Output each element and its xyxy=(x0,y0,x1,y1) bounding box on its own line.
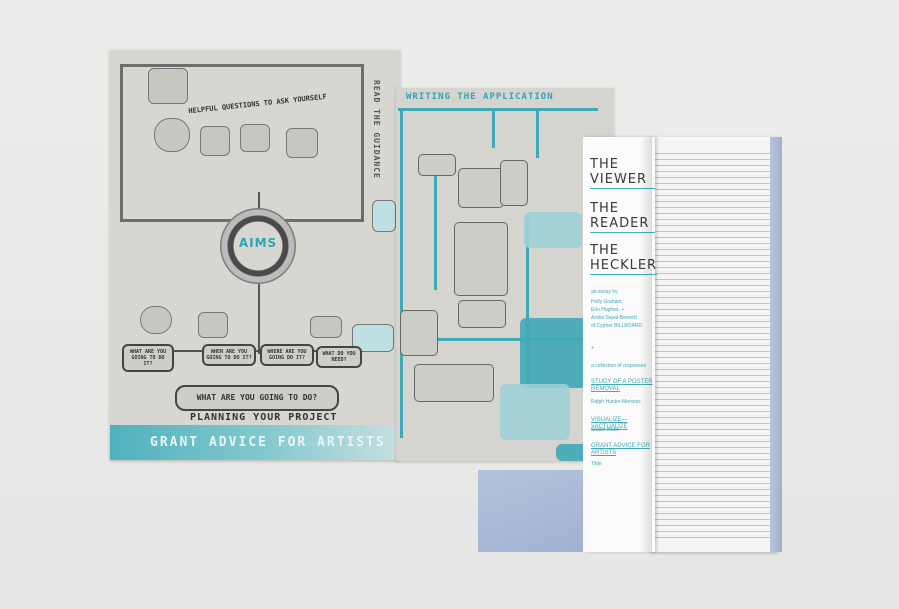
contents-item: GRANT ADVICE FOR ARTISTS xyxy=(591,443,650,456)
info-box xyxy=(458,300,506,328)
teal-panel xyxy=(500,384,570,440)
teal-note xyxy=(372,200,396,232)
contents-item: VISUALIZE—>ACTUALIZE xyxy=(591,417,628,430)
contents-author: Tilde xyxy=(591,461,602,467)
grant-advice-title: GRANT ADVICE FOR ARTISTS xyxy=(150,435,386,450)
read-guidance-label: READ THE GUIDANCE xyxy=(372,80,381,179)
info-box xyxy=(500,160,528,206)
teal-panel xyxy=(524,212,582,248)
body-text xyxy=(654,153,774,542)
note-bubble xyxy=(140,306,172,334)
grant-advice-poster: READ THE GUIDANCE HELPFUL QUESTIONS TO A… xyxy=(110,50,400,460)
connector xyxy=(170,350,348,352)
info-box xyxy=(458,168,504,208)
title-line: THE READER xyxy=(590,201,655,233)
zine-cover: THE VIEWER THE READER THE HECKLER an ess… xyxy=(583,137,658,552)
info-box xyxy=(418,154,456,176)
question-box: WHERE ARE YOU GOING DO IT? xyxy=(260,344,314,366)
info-box xyxy=(414,364,494,402)
author: Holly Graham, xyxy=(591,299,623,305)
teal-connector xyxy=(406,338,596,341)
author: Erin Hughes, + xyxy=(591,307,625,313)
teal-band xyxy=(110,425,400,460)
blue-page-edge xyxy=(770,137,782,552)
question-box: WHEN ARE YOU GOING TO DO IT? xyxy=(202,344,256,366)
note-bubble xyxy=(198,312,228,338)
connector xyxy=(258,284,260,354)
aims-circle xyxy=(220,208,296,284)
info-box xyxy=(400,310,438,356)
connector xyxy=(258,192,260,210)
teal-connector xyxy=(536,108,539,158)
writing-application-heading: WRITING THE APPLICATION xyxy=(406,92,554,102)
question-box: WHAT ARE YOU GOING TO DO IT? xyxy=(122,344,174,372)
note-bubble xyxy=(310,316,342,338)
note-bubble xyxy=(154,118,190,152)
teal-connector xyxy=(526,218,529,388)
byline: an essay by xyxy=(591,289,618,295)
writing-application-poster: WRITING THE APPLICATION xyxy=(396,88,614,461)
blue-paper-sheet xyxy=(478,470,598,552)
question-box: WHAT DO YOU NEED? xyxy=(316,346,362,368)
info-box xyxy=(454,222,508,296)
plus-sign: + xyxy=(591,345,594,351)
teal-panel xyxy=(520,318,586,388)
teal-connector xyxy=(398,108,598,111)
title-line: THE VIEWER xyxy=(590,157,655,189)
teal-connector xyxy=(492,108,495,148)
contents-author: Shaun Motsi xyxy=(591,427,619,433)
note-bubble xyxy=(200,126,230,156)
aims-label: AIMS xyxy=(238,236,278,250)
fold-shadow xyxy=(640,137,652,552)
teal-connector xyxy=(400,108,403,438)
note-bubble xyxy=(240,124,270,152)
contents-author: Ralph Hunter-Menzies xyxy=(591,399,641,405)
what-are-you-going-to-do-box: WHAT ARE YOU GOING TO DO? xyxy=(175,385,339,411)
author: of Cypher BILLBOARD xyxy=(591,323,643,329)
title-line: THE HECKLER xyxy=(590,243,658,275)
collection-note: a collection of responses xyxy=(591,363,647,369)
author: Amba Sayal-Bennett xyxy=(591,315,637,321)
teal-connector xyxy=(434,170,437,290)
planning-heading: PLANNING YOUR PROJECT xyxy=(190,412,338,423)
note-bubble xyxy=(286,128,318,158)
note-bubble xyxy=(148,68,188,104)
essay-pages xyxy=(650,137,778,552)
contents-item: STUDY OF A POSTER REMOVAL xyxy=(591,379,653,392)
